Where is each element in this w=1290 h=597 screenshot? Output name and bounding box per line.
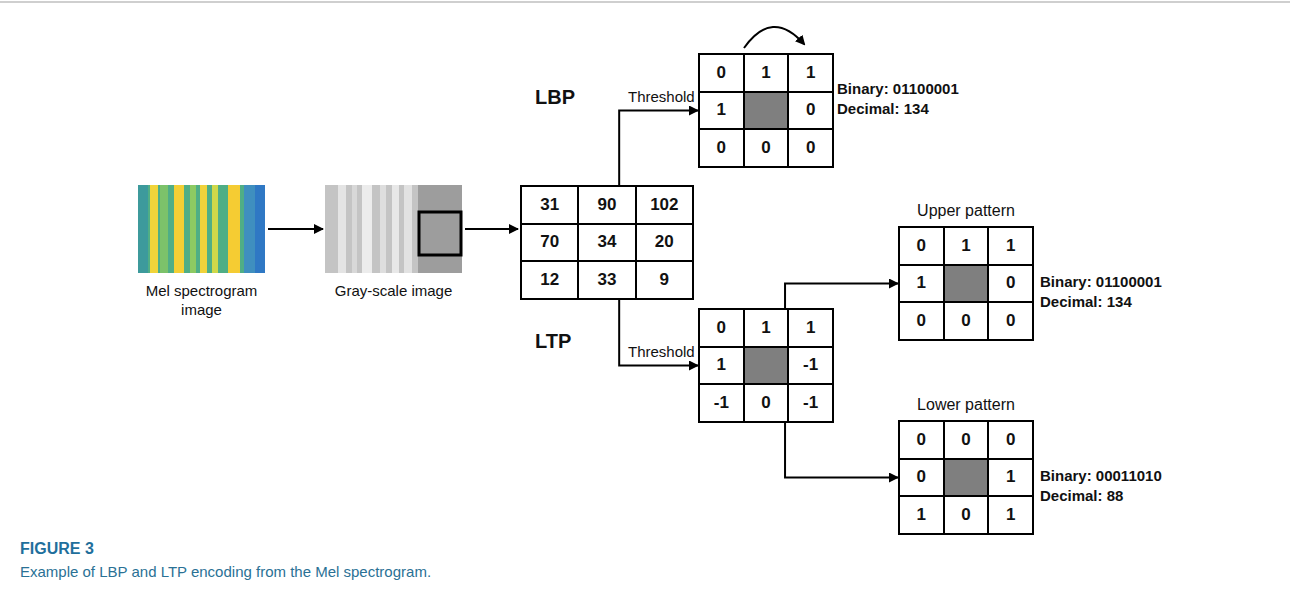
pixel-value: 102 bbox=[637, 187, 692, 223]
pixel-value: 31 bbox=[522, 187, 577, 223]
pixel-value: 1 bbox=[989, 228, 1032, 264]
pixel-value: 0 bbox=[900, 460, 943, 496]
pixel-grid: 3190102 703420 12339 bbox=[520, 185, 694, 300]
pixel-value: 9 bbox=[637, 262, 692, 298]
flow-arrow bbox=[465, 228, 518, 230]
pixel-value: 0 bbox=[700, 55, 743, 91]
center-pixel bbox=[745, 93, 788, 129]
pixel-value: -1 bbox=[789, 385, 832, 421]
center-pixel bbox=[945, 266, 988, 302]
pixel-value: 0 bbox=[789, 93, 832, 129]
pixel-value: 1 bbox=[700, 93, 743, 129]
flow-arrow bbox=[268, 228, 323, 230]
top-rule bbox=[0, 1, 1290, 3]
pattern-heading: Lower pattern bbox=[917, 396, 1015, 414]
decimal-code: Decimal: 134 bbox=[837, 100, 929, 117]
pixel-value: 20 bbox=[637, 225, 692, 261]
flow-arrow bbox=[619, 111, 698, 186]
pixel-value: 70 bbox=[522, 225, 577, 261]
pixel-value: 0 bbox=[945, 303, 988, 339]
upper-pattern-grid: Upper pattern01110000 bbox=[898, 226, 1034, 341]
pixel-value: 0 bbox=[789, 130, 832, 166]
center-pixel bbox=[945, 460, 988, 496]
pixel-value: 1 bbox=[989, 497, 1032, 533]
pixel-value: 1 bbox=[745, 310, 788, 346]
window-frame bbox=[419, 212, 461, 255]
grayscale-image: Gray-scale image bbox=[325, 185, 462, 273]
pixel-value: 0 bbox=[900, 228, 943, 264]
binary-code: Binary: 01100001 bbox=[1040, 273, 1162, 290]
pixel-value: 0 bbox=[945, 497, 988, 533]
figure-number: FIGURE 3 bbox=[20, 540, 94, 558]
mel-spectrogram-picture bbox=[138, 185, 265, 273]
pixel-value: 1 bbox=[789, 310, 832, 346]
center-pixel bbox=[745, 348, 788, 384]
pixel-value: 1 bbox=[900, 497, 943, 533]
grayscale-picture bbox=[325, 185, 462, 273]
pixel-value: 0 bbox=[700, 310, 743, 346]
image-caption: Gray-scale image bbox=[324, 281, 464, 300]
binary-code: Binary: 01100001 bbox=[837, 80, 959, 97]
pixel-value: 12 bbox=[522, 262, 577, 298]
edge-label: Threshold bbox=[628, 88, 695, 105]
pixel-value: 0 bbox=[945, 422, 988, 458]
ltp-grid: 0111-1-10-1 bbox=[698, 308, 834, 423]
pixel-value: 34 bbox=[579, 225, 634, 261]
lbp-grid: 01110000 bbox=[698, 53, 834, 168]
pixel-value: -1 bbox=[789, 348, 832, 384]
pattern-heading: Upper pattern bbox=[917, 202, 1015, 220]
flow-arrow bbox=[785, 423, 898, 478]
figure-caption: Example of LBP and LTP encoding from the… bbox=[20, 563, 431, 580]
pixel-value: 0 bbox=[900, 422, 943, 458]
lower-pattern-grid: Lower pattern00001101 bbox=[898, 420, 1034, 535]
pixel-value: 0 bbox=[989, 303, 1032, 339]
pixel-value: 1 bbox=[989, 460, 1032, 496]
spectrogram-image: Mel spectrogram image bbox=[138, 185, 265, 273]
binary-code: Binary: 00011010 bbox=[1040, 467, 1162, 484]
pixel-value: 0 bbox=[700, 130, 743, 166]
pixel-value: 1 bbox=[945, 228, 988, 264]
method-name: LBP bbox=[535, 86, 575, 109]
pixel-value: 0 bbox=[989, 266, 1032, 302]
pixel-value: 1 bbox=[700, 348, 743, 384]
image-caption: Mel spectrogram image bbox=[132, 281, 272, 319]
method-name: LTP bbox=[535, 330, 571, 353]
pixel-value: 1 bbox=[745, 55, 788, 91]
pixel-value: 0 bbox=[745, 130, 788, 166]
pixel-value: -1 bbox=[700, 385, 743, 421]
flow-arrow bbox=[619, 300, 698, 366]
pixel-value: 33 bbox=[579, 262, 634, 298]
pixel-value: 0 bbox=[900, 303, 943, 339]
pixel-value: 90 bbox=[579, 187, 634, 223]
decimal-code: Decimal: 134 bbox=[1040, 293, 1132, 310]
pixel-value: 1 bbox=[789, 55, 832, 91]
flow-arrow bbox=[785, 284, 898, 309]
pixel-value: 0 bbox=[989, 422, 1032, 458]
edge-label: Threshold bbox=[628, 343, 695, 360]
pixel-value: 0 bbox=[745, 385, 788, 421]
pixel-value: 1 bbox=[900, 266, 943, 302]
reading-order-arrow bbox=[744, 27, 804, 48]
decimal-code: Decimal: 88 bbox=[1040, 487, 1123, 504]
